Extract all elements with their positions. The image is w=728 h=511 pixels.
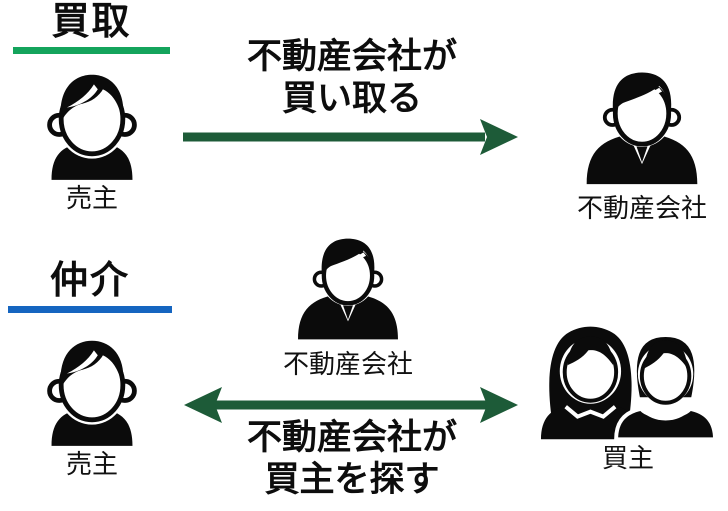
chukai-realtor-figure: 不動産会社 [283,226,414,379]
kaitori-caption-line1: 不動産会社が [246,37,457,76]
person-icon [47,74,137,180]
kaitori-heading: 買取 [51,1,132,43]
chukai-underline [8,306,172,313]
kaitori-caption: 不動産会社が 買い取る [182,36,522,120]
businessman-icon [298,238,398,340]
chukai-company-label: 不動産会社 [283,349,414,379]
person-icon [47,340,137,446]
arrow-right-icon [183,118,519,156]
kaitori-section-header: 買取 [13,0,170,54]
couple-icon [540,326,717,440]
businessman-icon [586,72,698,185]
chukai-buyers-figure: 買主 [538,316,718,473]
arrow-left-right-icon [183,385,519,425]
chukai-caption-line2: 買主を探す [264,460,440,499]
kaitori-company-label: 不動産会社 [577,193,708,223]
chukai-buyer-label: 買主 [601,443,654,473]
kaitori-underline [13,47,170,54]
chukai-heading: 仲介 [49,260,130,302]
chukai-section-header: 仲介 [8,259,172,313]
kaitori-seller-figure: 売主 [34,64,150,213]
chukai-caption: 不動産会社が 買主を探す [182,417,522,501]
chukai-seller-figure: 売主 [34,330,150,479]
kaitori-realtor-figure: 不動産会社 [577,60,707,223]
chukai-caption-line1: 不動産会社が [246,418,457,457]
kaitori-caption-line2: 買い取る [281,79,422,118]
chukai-seller-label: 売主 [65,449,118,479]
kaitori-seller-label: 売主 [65,183,118,213]
